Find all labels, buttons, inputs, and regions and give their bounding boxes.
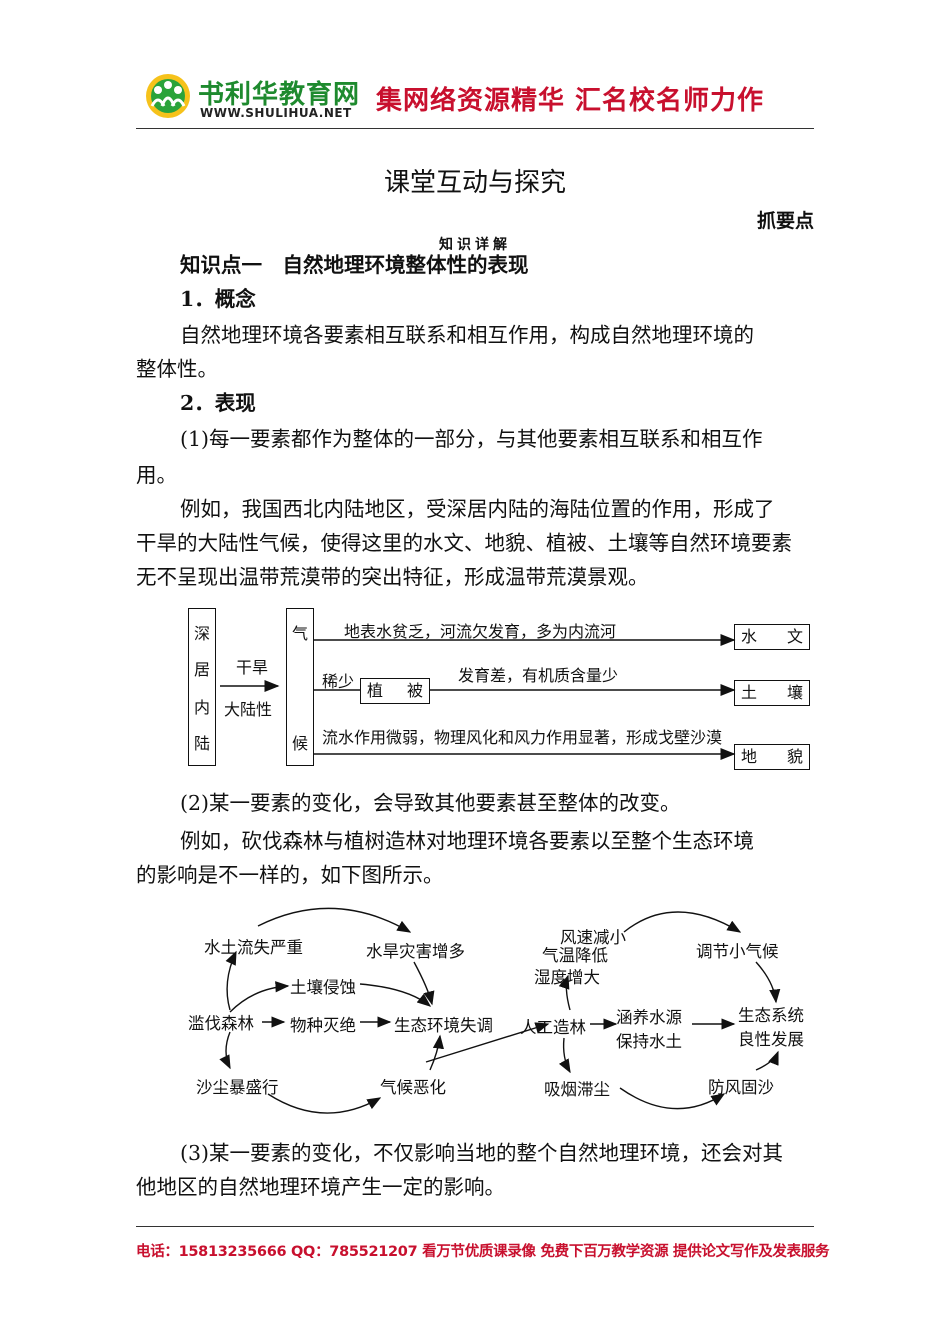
paragraph-line: 例如，砍伐森林与植树造林对地理环境各要素以至整个生态环境 bbox=[180, 829, 754, 853]
box-char: 候 bbox=[292, 734, 309, 753]
box-char: 被 bbox=[406, 681, 423, 700]
paragraph-line: 干旱的大陆性气候，使得这里的水文、地貌、植被、土壤等自然环境要素 bbox=[136, 531, 792, 555]
label-soil-erosion: 土壤侵蚀 bbox=[290, 978, 356, 997]
label-ecosystem: 生态系统 bbox=[738, 1006, 804, 1025]
inland-box bbox=[188, 608, 216, 766]
knowledge-point-heading: 知识点一 自然地理环境整体性的表现 bbox=[180, 253, 529, 277]
box-char: 地 bbox=[741, 747, 758, 766]
label-soil-erosion-severe: 水土流失严重 bbox=[204, 938, 303, 957]
landform-description: 流水作用微弱，物理风化和风力作用显著，形成戈壁沙漠 bbox=[322, 728, 723, 747]
diagram-arrows bbox=[220, 634, 736, 760]
label-climate-worsening: 气候恶化 bbox=[380, 1078, 446, 1097]
label-regulate-microclimate: 调节小气候 bbox=[696, 942, 779, 961]
climate-box bbox=[286, 608, 314, 766]
box-char: 陆 bbox=[194, 734, 211, 753]
box-char: 内 bbox=[194, 698, 211, 717]
hydrology-description: 地表水贫乏，河流欠发育，多为内流河 bbox=[344, 622, 617, 641]
box-char: 植 bbox=[367, 681, 384, 700]
label-conserve-water: 涵养水源 bbox=[616, 1008, 682, 1027]
footer-contact: 电话：15813235666 QQ：785521207 看万节优质课录像 免费下… bbox=[136, 1244, 830, 1260]
paragraph-line: (3)某一要素的变化，不仅影响当地的整个自然地理环境，还会对其 bbox=[180, 1141, 784, 1165]
label-retain-soil: 保持水土 bbox=[616, 1032, 682, 1051]
manifestation-heading: 2．表现 bbox=[180, 391, 256, 415]
paragraph-line: 他地区的自然地理环境产生一定的影响。 bbox=[136, 1175, 505, 1199]
paragraph-line: (1)每一要素都作为整体的一部分，与其他要素相互联系和相互作 bbox=[180, 427, 763, 451]
landform-box: 地 貌 bbox=[734, 744, 810, 770]
desert-landscape-diagram: 深 居 内 陆 干旱 大陆性 气 候 地表水贫乏，河流欠发育，多为内流河 稀少 … bbox=[188, 604, 818, 774]
footer-divider bbox=[136, 1226, 814, 1227]
label-eco-imbalance: 生态环境失调 bbox=[394, 1016, 493, 1035]
label-flood-drought-increase: 水旱灾害增多 bbox=[366, 942, 465, 961]
hydrology-box: 水 文 bbox=[734, 624, 810, 650]
paragraph-line: 用。 bbox=[136, 463, 177, 487]
vegetation-box: 植 被 bbox=[360, 678, 430, 704]
label-healthy-development: 良性发展 bbox=[738, 1030, 804, 1049]
box-char: 文 bbox=[786, 627, 803, 646]
forest-impact-diagram: 水土流失严重 水旱灾害增多 土壤侵蚀 滥伐森林 物种灭绝 生态环境失调 沙尘暴盛… bbox=[184, 902, 824, 1122]
paragraph-line: (2)某一要素的变化，会导致其他要素甚至整体的改变。 bbox=[180, 791, 681, 815]
box-char: 水 bbox=[741, 627, 758, 646]
paragraph-line: 例如，我国西北内陆地区，受深居内陆的海陆位置的作用，形成了 bbox=[180, 497, 775, 521]
brand-url: WWW.SHULIHUA.NET bbox=[200, 106, 352, 120]
soil-box: 土 壤 bbox=[734, 680, 810, 706]
soil-description: 发育差，有机质含量少 bbox=[458, 666, 619, 685]
page-title: 课堂互动与探究 bbox=[383, 168, 566, 198]
box-char: 气 bbox=[292, 624, 309, 643]
logo-icon bbox=[146, 74, 190, 118]
paragraph-line: 无不呈现出温带荒漠带的突出特征，形成温带荒漠景观。 bbox=[136, 565, 649, 589]
sparse-label: 稀少 bbox=[322, 672, 355, 691]
label-windbreak: 防风固沙 bbox=[708, 1078, 774, 1097]
label-absorb-dust: 吸烟滞尘 bbox=[544, 1080, 610, 1099]
detail-heading: 知识详解 bbox=[439, 237, 511, 253]
label-species-extinction: 物种灭绝 bbox=[290, 1016, 356, 1035]
box-char: 居 bbox=[194, 660, 211, 679]
paragraph-line: 整体性。 bbox=[136, 357, 218, 381]
diagram-arrows bbox=[219, 907, 781, 1114]
concept-heading: 1．概念 bbox=[180, 287, 256, 311]
label-deforestation: 滥伐森林 bbox=[188, 1014, 254, 1033]
box-char: 土 bbox=[741, 683, 758, 702]
arrow-label-bottom: 大陆性 bbox=[224, 700, 273, 719]
label-afforestation: 人工造林 bbox=[520, 1018, 586, 1037]
label-humidity-increased: 湿度增大 bbox=[534, 968, 600, 987]
header-slogan: 集网络资源精华 汇名校名师力作 bbox=[376, 86, 765, 116]
arrow-label-top: 干旱 bbox=[236, 658, 269, 677]
site-header: 书利华教育网 WWW.SHULIHUA.NET 集网络资源精华 汇名校名师力作 bbox=[136, 66, 814, 128]
paragraph-line: 的影响是不一样的，如下图所示。 bbox=[136, 863, 444, 887]
label-temp-lowered: 气温降低 bbox=[542, 946, 608, 965]
paragraph-line: 自然地理环境各要素相互联系和相互作用，构成自然地理环境的 bbox=[180, 323, 754, 347]
box-char: 壤 bbox=[786, 683, 803, 702]
box-char: 深 bbox=[194, 624, 211, 643]
box-char: 貌 bbox=[786, 747, 803, 766]
grab-points-label: 抓要点 bbox=[756, 210, 814, 232]
label-wind-reduced: 风速减小 bbox=[560, 928, 626, 947]
label-sandstorms: 沙尘暴盛行 bbox=[196, 1078, 279, 1097]
header-divider bbox=[136, 128, 814, 129]
brand-name: 书利华教育网 bbox=[198, 80, 361, 110]
